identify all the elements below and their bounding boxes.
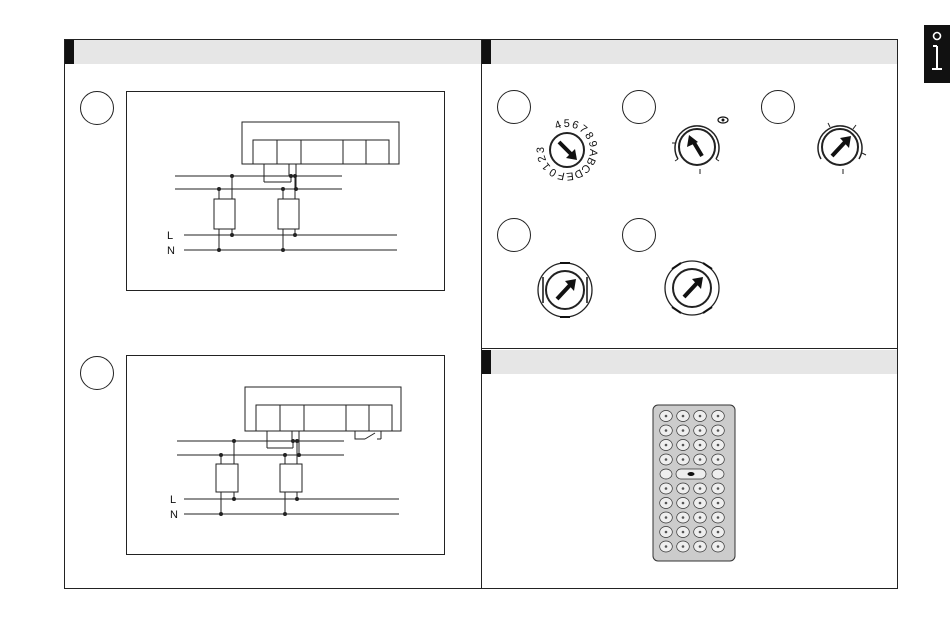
section-divider xyxy=(482,348,897,349)
section-header-settings xyxy=(482,40,897,64)
dial-digit: 2 xyxy=(536,154,549,164)
section-header-remote xyxy=(482,350,897,374)
wiring-diagram-2: L N xyxy=(126,355,445,555)
line-label: L xyxy=(167,230,173,242)
dial-digit: E xyxy=(566,169,575,182)
dial-digit: 9 xyxy=(586,140,599,149)
sensitivity-dial xyxy=(662,112,732,182)
step-circle-7 xyxy=(622,218,656,252)
info-tab xyxy=(924,25,950,83)
wiring-diagram-1: L N xyxy=(126,91,445,291)
step-circle-2 xyxy=(80,356,114,390)
line-label: L xyxy=(170,494,176,506)
eye-icon xyxy=(718,117,728,123)
column-divider xyxy=(481,39,482,589)
step-circle-6 xyxy=(497,218,531,252)
neutral-label: N xyxy=(167,245,175,257)
info-icon xyxy=(924,25,950,83)
step-circle-4 xyxy=(622,90,656,124)
neutral-label: N xyxy=(170,509,178,521)
dial-digit: 3 xyxy=(535,147,547,153)
time-dial xyxy=(805,112,875,182)
step-circle-3 xyxy=(497,90,531,124)
dial-digit: 4 xyxy=(553,119,563,132)
step-circle-1 xyxy=(80,91,114,125)
dial-digit: 5 xyxy=(564,118,570,130)
section-header-left xyxy=(65,40,481,64)
light-dial xyxy=(530,255,600,325)
step-circle-5 xyxy=(761,90,795,124)
mode-dial xyxy=(657,253,727,323)
remote-control-icon xyxy=(652,404,736,562)
